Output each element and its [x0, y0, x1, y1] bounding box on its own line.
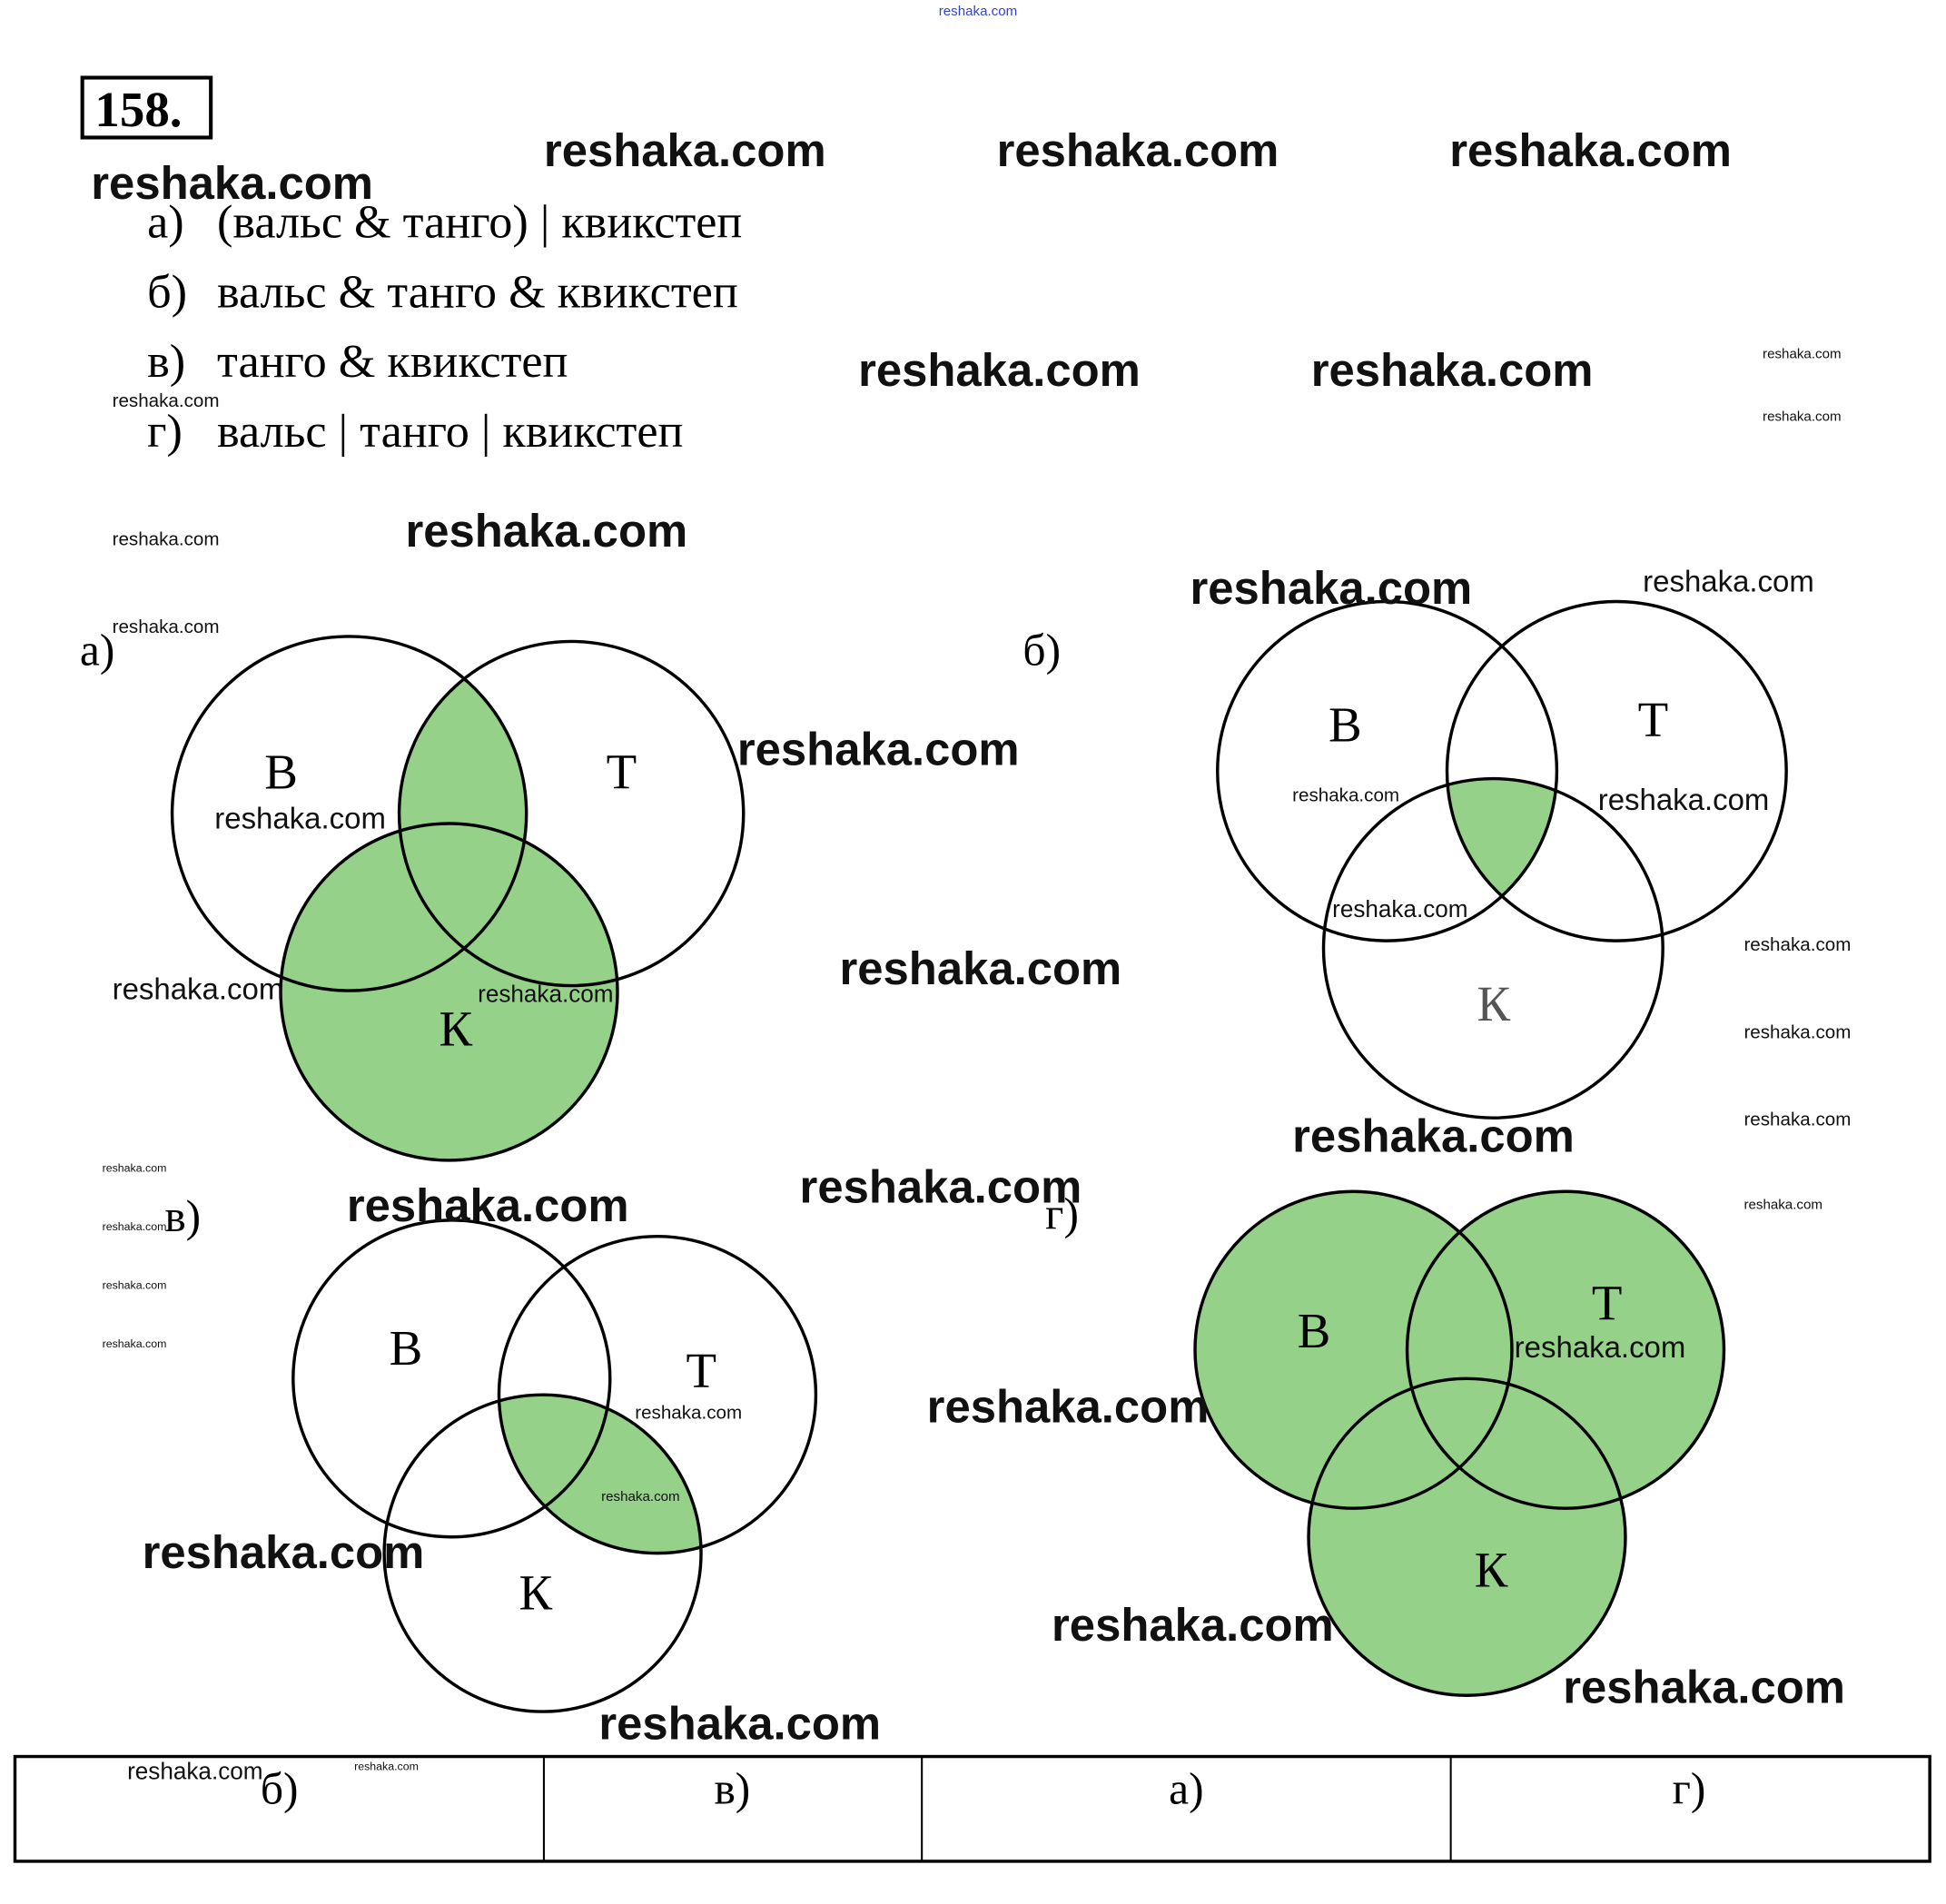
- item-label: г): [147, 405, 183, 458]
- watermark: reshaka.com: [601, 1489, 680, 1504]
- watermark: reshaka.com: [1563, 1661, 1845, 1712]
- set-circle-k: [382, 1393, 703, 1713]
- watermark: reshaka.com: [478, 980, 613, 1007]
- set-label: Т: [607, 745, 637, 800]
- watermark: reshaka.com: [1743, 1109, 1851, 1130]
- set-label: Т: [1592, 1276, 1623, 1331]
- watermark: reshaka.com: [858, 344, 1141, 396]
- watermark: reshaka.com: [1052, 1599, 1334, 1651]
- venn-diagram-a: а) В Т К: [80, 626, 746, 1162]
- venn-diagram-v: в) В Т К: [164, 1191, 818, 1713]
- watermark: reshaka.com: [1190, 562, 1473, 614]
- set-circle-v: [170, 635, 528, 992]
- set-label: К: [1475, 1543, 1508, 1598]
- watermark: reshaka.com: [347, 1179, 629, 1231]
- watermark: reshaka.com: [103, 1337, 167, 1350]
- set-label: Т: [687, 1343, 717, 1398]
- watermark: reshaka.com: [103, 1161, 167, 1174]
- watermark: reshaka.com: [598, 1697, 881, 1749]
- watermark: reshaka.com: [354, 1761, 419, 1773]
- item-label: а): [147, 195, 184, 248]
- watermark: reshaka.com: [113, 617, 220, 637]
- diagram-label: г): [1045, 1189, 1079, 1238]
- shaded-region: [281, 824, 617, 1160]
- watermark: reshaka.com: [1292, 1110, 1575, 1161]
- watermark: reshaka.com: [113, 390, 220, 411]
- watermark: reshaka.com: [91, 157, 373, 209]
- shaded-region: [399, 641, 527, 986]
- set-circle-v: [291, 1218, 612, 1539]
- diagram-label: а): [80, 626, 114, 676]
- watermark: reshaka.com: [927, 1380, 1210, 1432]
- watermark: reshaka.com: [1643, 564, 1814, 597]
- table-cell: в): [714, 1764, 750, 1814]
- set-circle-v: [1216, 599, 1559, 942]
- watermark: reshaka.com: [103, 1220, 167, 1233]
- set-label: К: [519, 1564, 552, 1620]
- set-circle-k: [1321, 776, 1664, 1120]
- set-label: Т: [1638, 692, 1669, 747]
- watermark: reshaka.com: [1763, 347, 1841, 362]
- watermark: reshaka.com: [997, 124, 1279, 176]
- watermark: reshaka.com: [1763, 409, 1841, 424]
- watermark: reshaka.com: [1515, 1330, 1686, 1364]
- shaded-region: [499, 1395, 702, 1554]
- watermark: reshaka.com: [214, 802, 386, 835]
- table-cell: а): [1169, 1764, 1203, 1814]
- watermark: reshaka.com: [840, 942, 1122, 994]
- problem-number: 158.: [94, 82, 182, 137]
- watermark: reshaka.com: [1311, 344, 1594, 396]
- answer-table: б) в) а) г): [13, 1754, 1931, 1863]
- watermark: reshaka.com: [1292, 784, 1399, 805]
- set-circle-k: [279, 822, 619, 1162]
- watermark: reshaka.com: [113, 529, 220, 550]
- task-list: а) (вальс & танго) | квикстеп б) вальс &…: [147, 195, 742, 458]
- set-circle-t: [1405, 1189, 1726, 1510]
- site-mark[interactable]: reshaka.com: [939, 4, 1018, 19]
- item-expression: (вальс & танго) | квикстеп: [217, 195, 742, 248]
- watermark: reshaka.com: [1743, 934, 1851, 955]
- set-circle-t: [497, 1234, 818, 1555]
- set-label: К: [440, 1001, 473, 1057]
- watermark: reshaka.com: [1449, 124, 1732, 176]
- watermarks: reshaka.com reshaka.com reshaka.com resh…: [91, 124, 1851, 1784]
- diagram-label: б): [1022, 626, 1061, 676]
- set-circle-v: [1193, 1189, 1514, 1510]
- watermark: reshaka.com: [1598, 783, 1770, 816]
- watermark: reshaka.com: [1332, 895, 1467, 922]
- venn-diagram-b: б) В Т К: [1022, 599, 1788, 1120]
- watermark: reshaka.com: [737, 723, 1020, 774]
- set-circle-t: [397, 639, 746, 988]
- shaded-region: [1447, 778, 1557, 942]
- item-label: в): [147, 335, 185, 388]
- watermark: reshaka.com: [113, 972, 284, 1006]
- watermark: reshaka.com: [635, 1402, 742, 1423]
- shaded-region: [1309, 1378, 1625, 1696]
- watermark: reshaka.com: [103, 1278, 167, 1291]
- set-circle-t: [1445, 599, 1788, 942]
- set-label: В: [264, 745, 298, 800]
- watermark: reshaka.com: [1743, 1197, 1823, 1212]
- watermark: reshaka.com: [1743, 1021, 1851, 1042]
- venn-diagram-g: г) В Т К: [1045, 1189, 1726, 1697]
- set-circle-k: [1307, 1376, 1627, 1697]
- set-label: В: [1298, 1303, 1331, 1358]
- table-cell: г): [1673, 1764, 1706, 1814]
- watermark: reshaka.com: [800, 1161, 1082, 1213]
- item-expression: вальс & танго & квикстеп: [217, 265, 738, 318]
- set-label: К: [1477, 976, 1510, 1031]
- item-expression: танго & квикстеп: [217, 335, 568, 388]
- watermark: reshaka.com: [143, 1526, 425, 1578]
- set-label: В: [1329, 696, 1362, 752]
- set-label: В: [390, 1320, 423, 1376]
- watermark: reshaka.com: [127, 1757, 262, 1784]
- table-cell: б): [261, 1764, 299, 1814]
- diagram-label: в): [164, 1191, 201, 1241]
- problem-number-box: [80, 75, 213, 140]
- watermark: reshaka.com: [405, 505, 687, 557]
- item-expression: вальс | танго | квикстеп: [217, 405, 683, 458]
- watermark: reshaka.com: [544, 124, 826, 176]
- item-label: б): [147, 265, 187, 318]
